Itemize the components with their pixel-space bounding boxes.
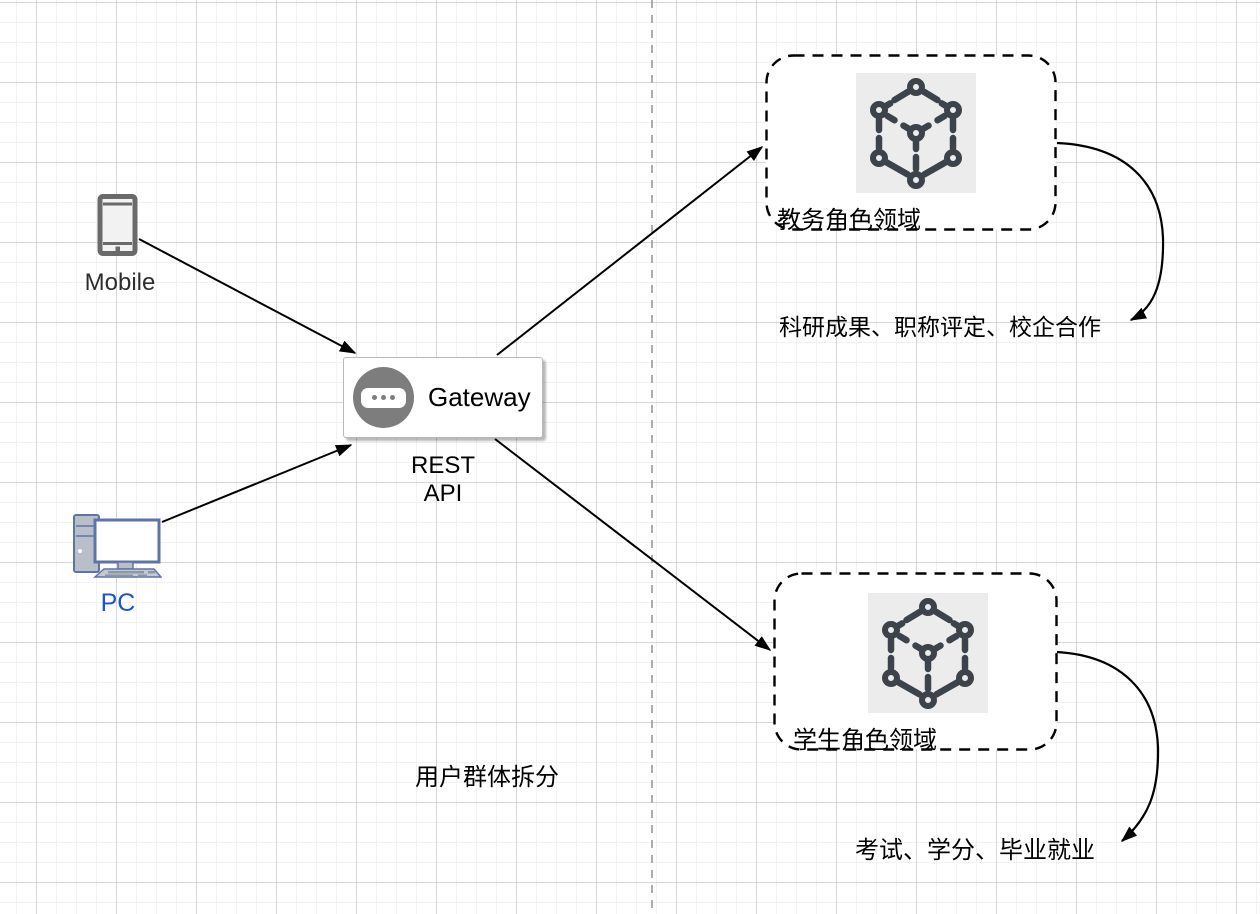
partition-divider-dashed-line[interactable] [651,0,653,914]
gateway-router-icon-pill [361,387,406,408]
node-domain-bottom[interactable]: 学生角色领域 [773,572,1058,754]
mobile-icon [97,194,138,256]
edge-domain-top-to-academic-note[interactable] [1056,141,1165,321]
gateway-protocol-line2: API [423,480,463,507]
node-mobile[interactable] [97,194,138,256]
edge-gateway-to-domain-top[interactable] [496,147,762,356]
gateway-protocol-line1: REST [410,452,475,479]
pc-label[interactable]: PC [100,589,136,617]
annotation-caption[interactable]: 用户群体拆分 [415,764,559,791]
annotation-student-note[interactable]: 考试、学分、毕业就业 [855,837,1095,864]
edge-pc-to-gateway[interactable] [161,444,351,523]
cube-icon [856,73,976,193]
gateway-label: Gateway [428,382,531,412]
node-domain-top[interactable]: 教务角色领域 [765,54,1057,234]
annotation-academic-note[interactable]: 科研成果、职称评定、校企合作 [779,314,1101,340]
cube-icon [868,593,988,713]
gateway-router-icon [353,367,414,428]
pc-icon [73,514,163,578]
domain-top-label: 教务角色领域 [777,207,921,234]
node-gateway[interactable]: Gateway [343,357,543,438]
gateway-protocol-label[interactable]: REST API [343,452,543,508]
mobile-label[interactable]: Mobile [84,269,156,296]
node-pc[interactable] [70,511,163,579]
domain-bottom-label: 学生角色领域 [793,727,937,754]
edge-domain-bottom-to-student-note[interactable] [1056,650,1160,841]
